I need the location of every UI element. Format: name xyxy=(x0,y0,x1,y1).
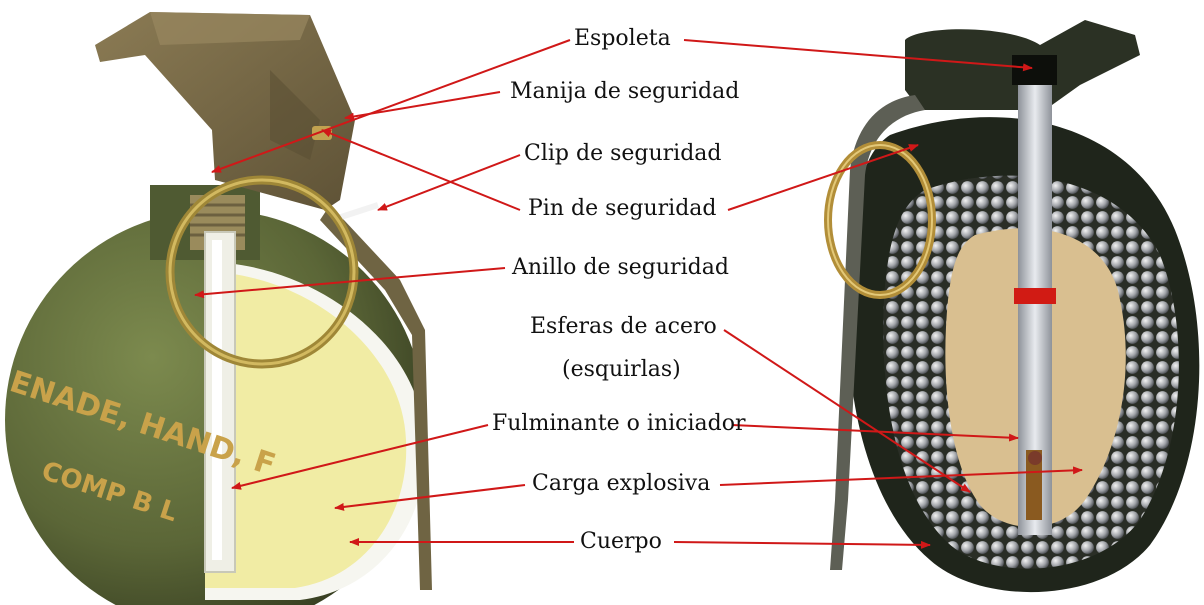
right-grenade xyxy=(828,20,1199,592)
label-cuerpo: Cuerpo xyxy=(580,529,662,555)
right-grenade-red-band xyxy=(1014,288,1056,304)
label-esferas-de-acero: Esferas de acero xyxy=(530,314,717,340)
label-esquirlas: (esquirlas) xyxy=(562,357,681,383)
label-espoleta: Espoleta xyxy=(574,26,671,52)
label-pin-de-seguridad: Pin de seguridad xyxy=(528,196,717,222)
left-grenade-safety-clip xyxy=(338,205,378,218)
label-carga-explosiva: Carga explosiva xyxy=(532,471,710,497)
label-manija-de-seguridad: Manija de seguridad xyxy=(510,79,739,105)
right-grenade-primer xyxy=(1028,451,1042,465)
label-clip-de-seguridad: Clip de seguridad xyxy=(524,141,721,167)
left-grenade: ENADE, HAND, F COMP B L xyxy=(5,12,432,605)
label-fulminante-o-iniciador: Fulminante o iniciador xyxy=(492,411,745,437)
arrow-manija xyxy=(345,92,500,118)
arrow-cuerpo-right xyxy=(674,542,930,545)
label-anillo-de-seguridad: Anillo de seguridad xyxy=(512,255,729,281)
arrow-pin-left xyxy=(322,130,520,210)
